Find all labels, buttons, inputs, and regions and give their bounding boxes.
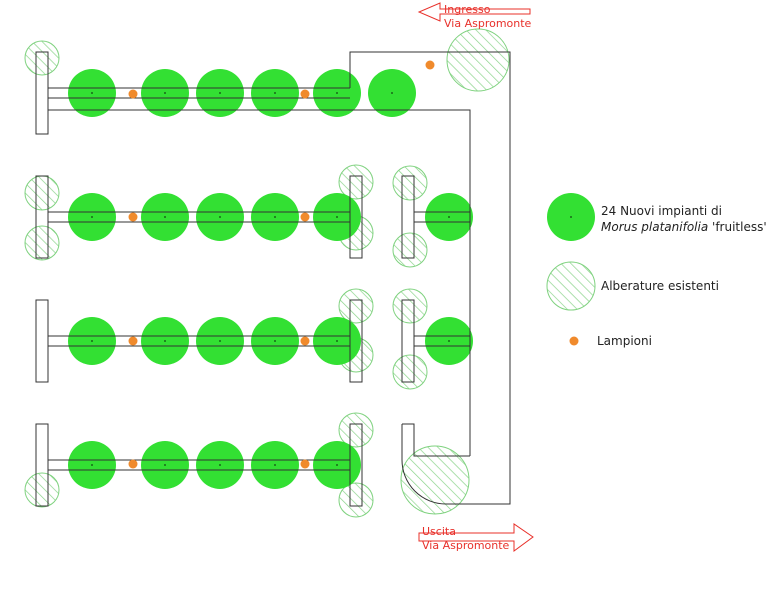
existing-tree xyxy=(338,164,374,200)
lamp xyxy=(300,89,310,99)
existing-tree xyxy=(392,288,428,324)
existing-tree xyxy=(338,482,374,518)
existing-tree xyxy=(24,472,60,508)
lamps xyxy=(128,60,435,469)
legend-new-plants-line1: 24 Nuovi impianti di xyxy=(601,204,722,218)
exit-label-line1: Uscita xyxy=(422,525,456,538)
existing-tree xyxy=(446,28,510,92)
existing-tree xyxy=(338,412,374,448)
lamp xyxy=(128,212,138,222)
existing-trees xyxy=(24,28,510,518)
legend-existing-tree-symbol xyxy=(546,261,596,311)
entrance-arrow-icon xyxy=(417,2,531,22)
legend-existing-trees-label: Alberature esistenti xyxy=(601,279,719,293)
exit-annotation: Uscita Via Aspromonte xyxy=(418,523,534,552)
tree-centres xyxy=(91,92,450,466)
lamp xyxy=(300,459,310,469)
existing-tree xyxy=(392,354,428,390)
existing-tree xyxy=(24,225,60,261)
lamp xyxy=(128,336,138,346)
existing-tree xyxy=(392,165,428,201)
lamp xyxy=(300,212,310,222)
lamp xyxy=(300,336,310,346)
new-trees xyxy=(68,69,473,489)
lamp xyxy=(128,459,138,469)
existing-tree xyxy=(24,175,60,211)
exit-label-line2: Via Aspromonte xyxy=(422,539,510,552)
legend-new-plants-line2: Morus platanifolia 'fruitless' xyxy=(601,220,767,234)
legend: 24 Nuovi impianti di Morus platanifolia … xyxy=(546,193,767,348)
existing-tree xyxy=(24,40,60,76)
lamp xyxy=(425,60,435,70)
legend-lamps-label: Lampioni xyxy=(597,334,652,348)
existing-tree xyxy=(400,445,470,515)
entrance-annotation: Ingresso Via Aspromonte xyxy=(417,2,532,30)
legend-lamp-symbol xyxy=(569,336,579,346)
existing-tree xyxy=(392,232,428,268)
exit-arrow-icon xyxy=(418,523,534,552)
entrance-label-line1: Ingresso xyxy=(444,3,491,16)
entrance-label-line2: Via Aspromonte xyxy=(444,17,532,30)
existing-tree xyxy=(338,288,374,324)
parking-outlines xyxy=(35,51,511,507)
lamp xyxy=(128,89,138,99)
